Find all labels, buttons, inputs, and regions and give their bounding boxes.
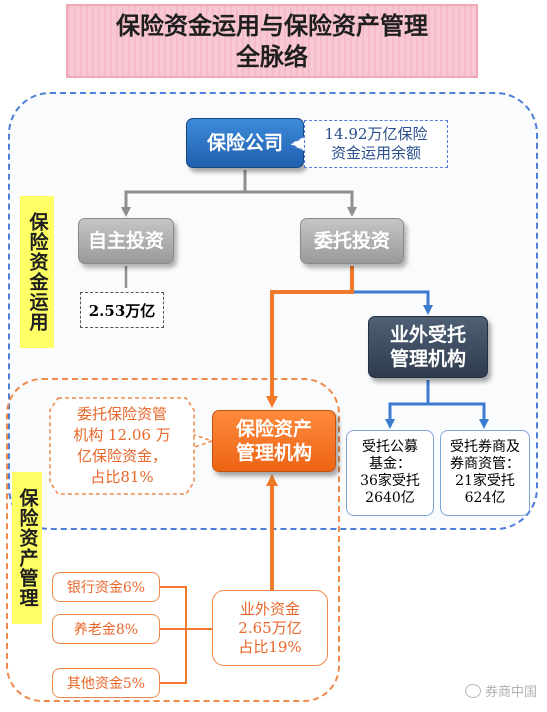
link-entrust-to-am xyxy=(266,266,354,408)
entrusted-share-line-1: 委托保险资管 xyxy=(76,405,167,423)
entrusted-share-callout: 委托保险资管 机构 12.06 万 亿保险资金， 占比81% xyxy=(52,398,192,494)
public-fund-line-3: 36家受托 xyxy=(360,473,420,489)
self-investment-node: 自主投资 xyxy=(78,218,174,264)
asset-mgmt-line-1: 保险资产 xyxy=(235,418,312,440)
external-funds-box: 业外资金 2.65万亿 占比19% xyxy=(212,590,328,666)
external-institutions-line-1: 业外受托 xyxy=(389,324,466,346)
bank-funds-box: 银行资金6% xyxy=(52,572,160,602)
public-fund-box: 受托公募 基金： 36家受托 2640亿 xyxy=(346,430,434,516)
funds-use-label: 保险资金运用 xyxy=(20,196,54,348)
sources-bracket xyxy=(160,586,212,684)
link-external-to-broker xyxy=(428,402,489,429)
link-external-to-fund xyxy=(385,380,430,429)
public-fund-line-1: 受托公募 xyxy=(362,439,418,455)
asset-mgmt-group xyxy=(6,378,340,702)
external-institutions-node: 业外受托 管理机构 xyxy=(368,316,488,378)
watermark: 券商中国 xyxy=(464,681,537,700)
fund-balance-line-2: 资金运用余额 xyxy=(330,144,421,162)
external-funds-line-2: 2.65万亿 xyxy=(238,618,302,637)
self-investment-amount: 2.53万亿 xyxy=(80,292,164,328)
public-fund-line-4: 2640亿 xyxy=(365,490,415,506)
brokerage-box: 受托券商及 券商资管： 21家受托 624亿 xyxy=(440,430,530,516)
wechat-icon xyxy=(464,683,481,698)
brokerage-line-2: 券商资管： xyxy=(450,456,520,472)
fund-balance-callout: 14.92万亿保险 资金运用余额 xyxy=(304,120,448,168)
title-banner: 保险资金运用与保险资产管理 全脉络 xyxy=(66,4,478,78)
link-company-to-self xyxy=(121,170,247,217)
entrusted-investment-node: 委托投资 xyxy=(300,218,404,264)
pension-funds-box: 养老金8% xyxy=(52,614,160,644)
entrusted-share-line-2: 机构 12.06 万 xyxy=(73,426,171,444)
public-fund-line-2: 基金： xyxy=(369,456,411,472)
asset-mgmt-line-2: 管理机构 xyxy=(235,442,312,464)
brokerage-line-1: 受托券商及 xyxy=(450,439,520,455)
entrusted-share-line-3: 亿保险资金， xyxy=(76,447,167,465)
asset-mgmt-institutions-node: 保险资产 管理机构 xyxy=(212,410,336,472)
entrusted-share-line-4: 占比81% xyxy=(90,468,154,486)
entrusted-share-shape xyxy=(49,397,195,495)
watermark-text: 券商中国 xyxy=(484,685,537,700)
other-funds-box: 其他资金5% xyxy=(52,668,160,698)
brokerage-line-4: 624亿 xyxy=(464,490,506,506)
link-company-to-entrust xyxy=(245,190,357,217)
balance-callout-pointer xyxy=(288,135,307,153)
external-funds-line-1: 业外资金 xyxy=(239,599,300,618)
insurance-company-node: 保险公司 xyxy=(186,118,304,168)
external-funds-line-3: 占比19% xyxy=(238,637,302,656)
title-line-1: 保险资金运用与保险资产管理 xyxy=(116,11,428,40)
brokerage-line-3: 21家受托 xyxy=(455,473,515,489)
title-line-2: 全脉络 xyxy=(236,42,308,71)
link-entrust-to-external xyxy=(350,266,433,315)
asset-mgmt-label: 保险资产管理 xyxy=(12,472,42,624)
external-institutions-line-2: 管理机构 xyxy=(389,348,466,370)
fund-balance-line-1: 14.92万亿保险 xyxy=(324,125,428,143)
